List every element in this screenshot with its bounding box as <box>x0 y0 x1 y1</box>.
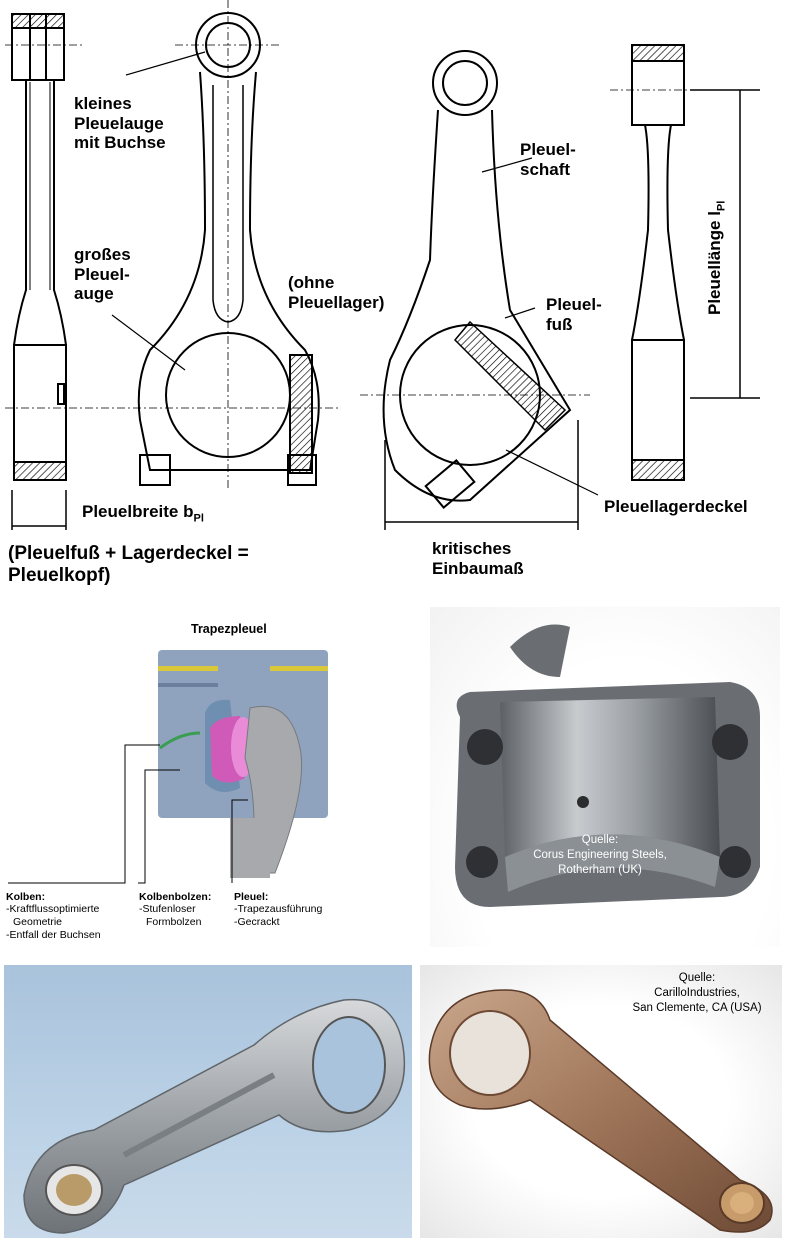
label-kritisches-einbaumass: kritisches Einbaumaß <box>432 539 524 578</box>
source-carillo: Quelle: CarilloIndustries, San Clemente,… <box>632 972 762 1014</box>
label-pleuelbreite: Pleuelbreite bPl <box>82 502 204 525</box>
label-pleuellaenge: Pleuellänge lPl <box>705 200 728 315</box>
source-corus: Quelle: Corus Engineering Steels, Rother… <box>533 834 667 876</box>
photo-connecting-rod-steel <box>4 965 412 1238</box>
rod-angled-split-view <box>382 50 572 509</box>
label-pleuelfuss: Pleuel- fuß <box>546 295 602 334</box>
rod-side-view-left <box>11 13 67 481</box>
label-ohne-pleuellager: (ohne Pleuellager) <box>288 273 385 312</box>
piston-cutaway-illustration <box>158 650 328 878</box>
label-pleuelschaft: Pleuel- schaft <box>520 140 576 179</box>
label-formel: (Pleuelfuß + Lagerdeckel = Pleuelkopf) <box>8 543 249 586</box>
callout-kolbenbolzen: Kolbenbolzen: -Stufenloser Formbolzen <box>139 891 212 929</box>
rod-side-view-right <box>631 44 685 481</box>
trapez-title: Trapezpleuel <box>191 622 267 636</box>
label-kleines-pleuelauge: kleines Pleuelauge mit Buchse <box>74 94 166 153</box>
label-pleuellagerdeckel: Pleuellagerdeckel <box>604 497 748 516</box>
rod-front-view <box>137 12 320 486</box>
callout-kolben: Kolben: -Kraftflussoptimierte Geometrie … <box>6 891 101 942</box>
callout-pleuel: Pleuel: -Trapezausführung -Gecrackt <box>234 891 323 929</box>
callout-lines <box>8 744 248 884</box>
technical-drawing <box>5 0 760 530</box>
photo-connecting-rod-bronze <box>420 965 782 1238</box>
photo-bearing-cap <box>430 607 780 947</box>
label-grosses-pleuelauge: großes Pleuel- auge <box>74 245 131 304</box>
